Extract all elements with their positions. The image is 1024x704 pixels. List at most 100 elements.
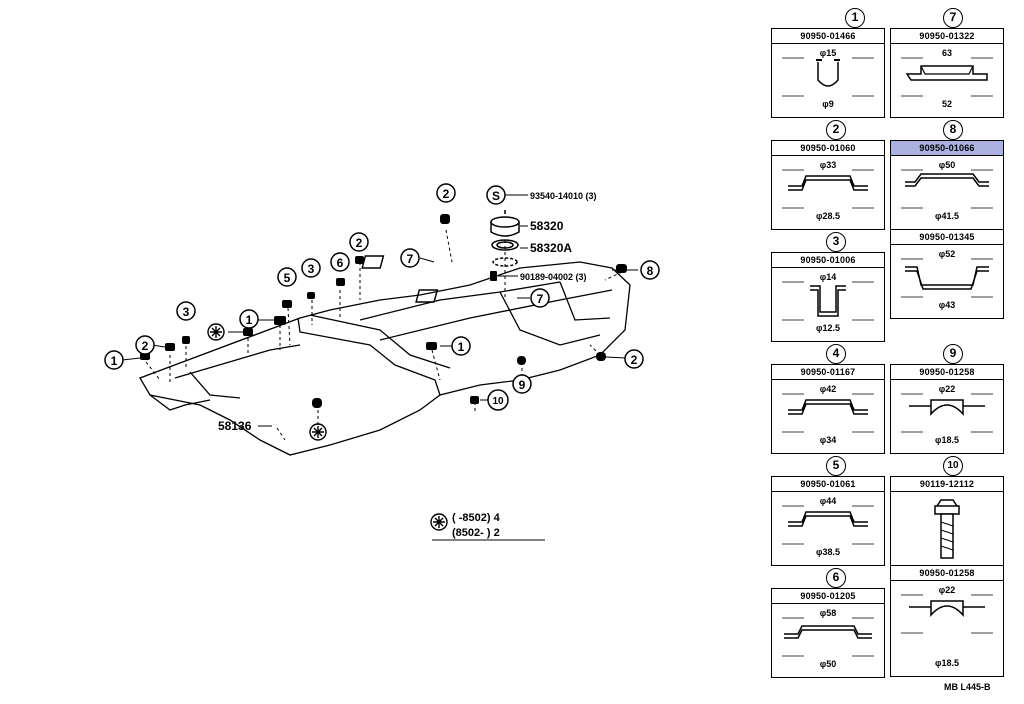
part-number: 90950-01060 [772, 141, 884, 156]
part-panel-90119-12112: 90119-12112 [890, 476, 1004, 566]
legend-line1: ( -8502) 4 [452, 512, 501, 524]
panel-callout-2: 2 [826, 120, 846, 140]
panel-callout-6: 6 [826, 568, 846, 588]
callout-6: 6 [330, 252, 350, 272]
callout-1-left: 1 [104, 350, 124, 370]
callout-circles: 2 S 7 8 2 6 3 5 7 3 1 1 2 1 9 10 2 [104, 183, 660, 411]
gasket-profile-icon [901, 393, 993, 433]
callout-s-label: S [492, 189, 500, 203]
diagram-code: MB L445-B [944, 682, 991, 692]
gasket-profile-icon [782, 57, 874, 97]
callout-2-right: 2 [624, 349, 644, 369]
callout-2-c: 2 [135, 335, 155, 355]
dimension-inner: φ43 [938, 300, 956, 310]
dimension-outer: φ42 [819, 384, 837, 394]
gasket-profile-icon [901, 258, 993, 298]
label-58320a: 58320A [530, 241, 572, 255]
part-number: 90950-01066 [891, 141, 1003, 156]
dimension-inner: φ34 [819, 435, 837, 445]
leader-lines [145, 229, 623, 441]
dimension-outer: φ50 [938, 160, 956, 170]
callout-6-label: 6 [337, 256, 344, 270]
callout-7-right: 7 [530, 288, 550, 308]
part-number: 90950-01205 [772, 589, 884, 604]
dimension-outer: φ44 [819, 496, 837, 506]
dimension-inner: φ18.5 [935, 435, 959, 445]
legend-line2: (8502- ) 2 [452, 527, 500, 539]
callout-7-left: 7 [400, 248, 420, 268]
gasket-profile-icon [901, 594, 993, 634]
gasket-profile-icon [934, 499, 960, 559]
callout-1-left-label: 1 [111, 354, 118, 368]
callout-2-top-label: 2 [443, 187, 450, 201]
callout-3-b: 3 [176, 301, 196, 321]
gasket-profile-icon [782, 393, 874, 433]
panel-callout-3: 3 [826, 232, 846, 252]
panel-callout-10: 10 [943, 456, 963, 476]
dimension-inner: φ41.5 [935, 211, 959, 221]
callout-8: 8 [640, 260, 660, 280]
callout-10-label: 10 [492, 396, 504, 407]
dimension-outer: 63 [941, 48, 952, 58]
dimension-outer: φ22 [938, 585, 956, 595]
part-number: 90950-01061 [772, 477, 884, 492]
dimension-inner: φ9 [822, 99, 834, 109]
panel-callout-4: 4 [826, 344, 846, 364]
label-58320: 58320 [530, 219, 564, 233]
callout-7-right-label: 7 [537, 292, 544, 306]
part-panel-90950-01167: 90950-01167 φ42 φ34 [771, 364, 885, 454]
gasket-profile-icon [901, 169, 993, 209]
part-panel-90950-01066: 90950-01066 φ50 φ41.5 [890, 140, 1004, 230]
callout-2-right-label: 2 [631, 353, 638, 367]
panel-callout-7: 7 [943, 8, 963, 28]
panel-callout-1: 1 [845, 8, 865, 28]
dimension-inner: φ12.5 [816, 323, 840, 333]
label-93540: 93540-14010 (3) [530, 191, 597, 201]
dimension-outer: φ58 [819, 608, 837, 618]
dimension-inner: φ38.5 [816, 547, 840, 557]
callout-2-c-label: 2 [142, 339, 149, 353]
callout-3-a: 3 [301, 258, 321, 278]
callout-1-center: 1 [451, 336, 471, 356]
callout-2-top: 2 [436, 183, 456, 203]
part-panel-90950-01061: 90950-01061 φ44 φ38.5 [771, 476, 885, 566]
panel-callout-5: 5 [826, 456, 846, 476]
callout-2-b: 2 [349, 232, 369, 252]
part-number: 90950-01167 [772, 365, 884, 380]
callout-7-left-label: 7 [407, 252, 414, 266]
gasket-profile-icon [782, 281, 874, 321]
callout-10: 10 [487, 389, 509, 411]
dimension-inner: φ28.5 [816, 211, 840, 221]
callout-9-label: 9 [519, 378, 526, 392]
callout-s: S [486, 185, 506, 205]
callout-3-b-label: 3 [183, 305, 190, 319]
label-90189: 90189-04002 (3) [520, 272, 587, 282]
label-58136: 58136 [218, 419, 252, 433]
callout-1-a: 1 [239, 309, 259, 329]
dimension-outer: φ14 [819, 272, 837, 282]
panel-callout-8: 8 [943, 120, 963, 140]
label-leaders [121, 194, 638, 541]
plug-icons [140, 214, 627, 408]
callout-2-b-label: 2 [356, 236, 363, 250]
gasket-profile-icon [782, 617, 874, 657]
floor-pan-outline [139, 261, 631, 456]
asterisk-icons [207, 323, 448, 531]
gasket-profile-icon [782, 169, 874, 209]
part-number: 90950-01345 [891, 230, 1003, 245]
dimension-outer: φ15 [819, 48, 837, 58]
part-number: 90119-12112 [891, 477, 1003, 492]
dimension-inner: φ18.5 [935, 658, 959, 668]
part-labels: 93540-14010 (3) 58320 58320A 90189-04002… [218, 191, 597, 539]
callout-5-label: 5 [284, 271, 291, 285]
part-number: 90950-01258 [891, 365, 1003, 380]
gasket-profile-icon [782, 505, 874, 545]
callout-5: 5 [277, 267, 297, 287]
